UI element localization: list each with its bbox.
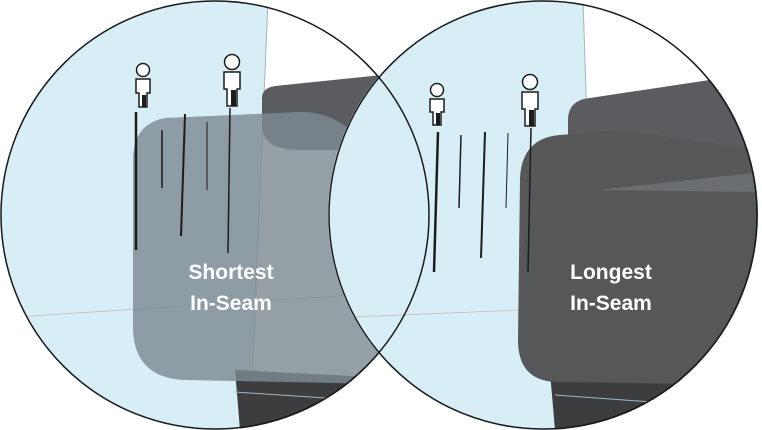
right-pad-wedge bbox=[598, 172, 758, 192]
left-bars bbox=[134, 107, 231, 254]
left-label-line2: In-Seam bbox=[190, 292, 272, 315]
bar bbox=[505, 132, 509, 209]
bar bbox=[227, 107, 231, 254]
person-small-icon bbox=[135, 62, 151, 108]
person-small-icon bbox=[429, 82, 445, 126]
right-panel: Longest In-Seam bbox=[328, 0, 758, 430]
bar bbox=[180, 113, 186, 237]
bar bbox=[480, 131, 486, 259]
person-large-icon bbox=[223, 53, 241, 107]
right-bars bbox=[432, 127, 532, 273]
bar bbox=[527, 127, 532, 273]
right-label-line2: In-Seam bbox=[570, 292, 652, 315]
right-circle-outline bbox=[328, 0, 758, 430]
bar bbox=[432, 131, 440, 273]
right-label-line1: Longest bbox=[570, 261, 652, 284]
right-pad bbox=[518, 130, 758, 385]
bar bbox=[458, 134, 462, 209]
left-circle-outline bbox=[0, 0, 430, 430]
person-large-icon bbox=[521, 73, 539, 127]
left-label-line1: Shortest bbox=[188, 261, 273, 284]
